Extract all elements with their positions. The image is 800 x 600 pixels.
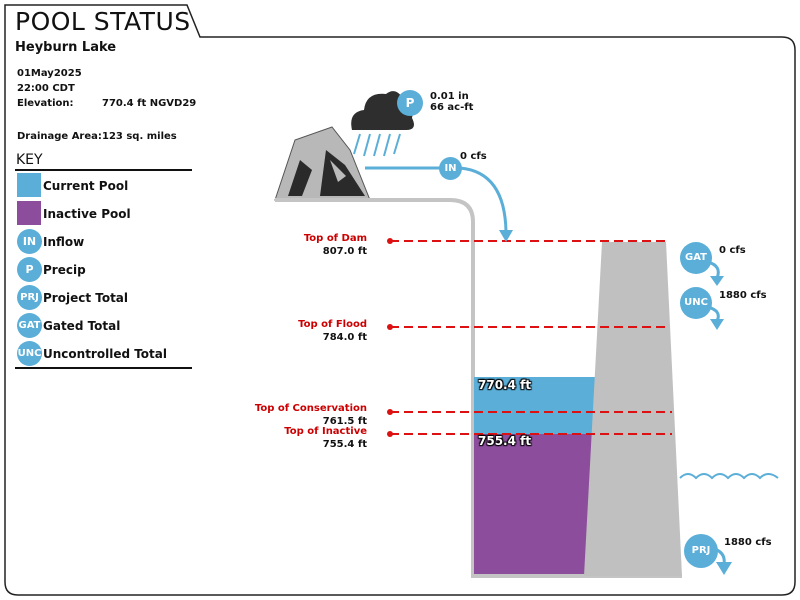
date-text: 01May2025: [17, 68, 82, 79]
gated-value: 0 cfs: [719, 245, 746, 256]
key-label-uncontrolled-total: Uncontrolled Total: [43, 347, 168, 361]
key-label-inactive-pool: Inactive Pool: [43, 207, 131, 221]
inflow-badge: IN: [439, 157, 462, 180]
lake-name: Heyburn Lake: [15, 40, 117, 55]
top-of-conservation-label: Top of Conservation: [254, 403, 367, 414]
tailwater-waves: [679, 473, 779, 480]
top-of-flood-value: 784.0 ft: [322, 332, 367, 343]
precip-acft: 66 ac-ft: [430, 102, 474, 113]
drainage-label: Drainage Area:: [17, 131, 102, 142]
key-uncontrolled-badge: UNC: [17, 341, 42, 366]
uncontrolled-badge: UNC: [680, 287, 712, 319]
key-top-rule: [15, 169, 192, 171]
current-pool: [474, 377, 596, 434]
top-of-flood-label: Top of Flood: [298, 319, 367, 330]
key-inflow-badge: IN: [17, 229, 42, 254]
current-pool-swatch: [17, 173, 41, 197]
inactive-pool-swatch: [17, 201, 41, 225]
mountain-icon: [274, 126, 371, 201]
key-precip-badge: P: [17, 257, 42, 282]
top-of-conservation-value: 761.5 ft: [322, 416, 367, 427]
drainage-value: 123 sq. miles: [102, 131, 177, 142]
key-label-precip: Precip: [43, 263, 86, 277]
key-bottom-rule: [15, 367, 192, 369]
key-gated-badge: GAT: [17, 313, 42, 338]
inflow-value: 0 cfs: [460, 151, 487, 162]
time-text: 22:00 CDT: [17, 83, 75, 94]
inflow-channel: [275, 198, 682, 578]
inflow-arrow: [459, 166, 508, 233]
key-label-gated-total: Gated Total: [43, 319, 121, 333]
top-of-dam-value: 807.0 ft: [322, 246, 367, 257]
inactive-pool: [474, 434, 592, 574]
project-value: 1880 cfs: [724, 537, 772, 548]
current-pool-label: 770.4 ft: [478, 378, 532, 392]
key-label-project-total: Project Total: [43, 291, 129, 305]
precip-inches: 0.01 in: [430, 91, 469, 102]
key-project-badge: PRJ: [17, 285, 42, 310]
top-of-dam-label: Top of Dam: [303, 233, 367, 244]
elevation-label: Elevation:: [17, 98, 74, 109]
key-label-current-pool: Current Pool: [43, 179, 129, 193]
top-of-inactive-value: 755.4 ft: [322, 439, 367, 450]
dam: [584, 242, 682, 576]
key-title: KEY: [16, 152, 43, 168]
key-label-inflow: Inflow: [43, 235, 85, 249]
elevation-value: 770.4 ft NGVD29: [102, 98, 197, 109]
page-title: POOL STATUS: [15, 7, 191, 36]
gated-badge: GAT: [680, 242, 712, 274]
inactive-pool-label: 755.4 ft: [478, 434, 532, 448]
uncontrolled-value: 1880 cfs: [719, 290, 767, 301]
precip-badge: P: [397, 90, 423, 116]
top-of-inactive-label: Top of Inactive: [284, 426, 367, 437]
project-badge: PRJ: [684, 534, 718, 568]
